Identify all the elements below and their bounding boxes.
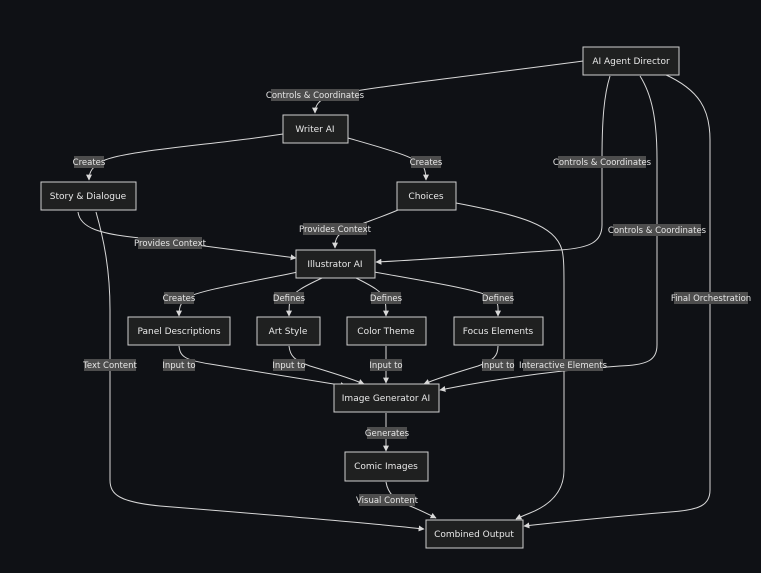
svg-text:Input to: Input to [272,361,305,371]
svg-text:Provides Context: Provides Context [134,239,207,249]
svg-text:Input to: Input to [481,361,514,371]
edge-director-combined [523,73,711,529]
edge-story-combined [95,211,425,532]
edge-choices-illustrator [332,209,399,249]
edge-label-illustrator-panel: Creates [163,292,196,304]
edge-label-writer-choices: Creates [410,156,443,168]
edge-label-focus-imagegen: Input to [481,359,515,371]
svg-text:Defines: Defines [482,294,515,304]
edge-label-color-imagegen: Input to [369,359,403,371]
edge-choices-combined [455,202,565,520]
svg-text:Interactive Elements: Interactive Elements [519,361,608,371]
svg-text:Defines: Defines [273,294,306,304]
node-comic-images[interactable]: Comic Images [344,451,429,482]
edge-label-story-combined: Text Content [82,359,138,371]
node-illustrator-ai[interactable]: Illustrator AI [295,249,376,279]
svg-text:Defines: Defines [370,294,403,304]
svg-text:AI Agent Director: AI Agent Director [592,57,670,67]
edge-label-imagegen-comic: Generates [365,427,410,439]
edge-label-choices-combined: Interactive Elements [519,359,608,371]
node-image-generator-ai[interactable]: Image Generator AI [333,383,440,413]
svg-text:Illustrator AI: Illustrator AI [307,260,362,270]
svg-text:Text Content: Text Content [82,361,137,371]
edge-label-story-illustrator: Provides Context [134,237,207,249]
svg-text:Panel Descriptions: Panel Descriptions [137,327,220,337]
svg-text:Color Theme: Color Theme [357,327,415,337]
svg-text:Input to: Input to [162,361,195,371]
svg-text:Image Generator AI: Image Generator AI [342,394,430,404]
edge-focus-imagegen [423,345,499,385]
svg-text:Comic Images: Comic Images [354,462,418,472]
svg-text:Choices: Choices [408,192,443,202]
svg-text:Art Style: Art Style [269,327,308,337]
svg-text:Controls & Coordinates: Controls & Coordinates [553,158,652,168]
node-panel-descriptions[interactable]: Panel Descriptions [127,316,231,346]
edge-label-comic-combined: Visual Content [356,494,419,506]
svg-text:Story & Dialogue: Story & Dialogue [50,192,127,202]
svg-text:Creates: Creates [163,294,196,304]
edge-label-illustrator-color: Defines [370,292,403,304]
svg-text:Controls & Coordinates: Controls & Coordinates [266,91,365,101]
node-ai-agent-director[interactable]: AI Agent Director [582,46,680,76]
edge-label-art-imagegen: Input to [272,359,306,371]
edge-label-director-illustrator: Controls & Coordinates [553,156,652,168]
node-choices[interactable]: Choices [396,181,457,211]
svg-text:Generates: Generates [365,429,410,439]
edge-label-illustrator-focus: Defines [482,292,515,304]
svg-text:Provides Context: Provides Context [299,225,372,235]
svg-text:Creates: Creates [410,158,443,168]
edge-label-director-writer: Controls & Coordinates [266,89,365,101]
node-writer-ai[interactable]: Writer AI [282,114,349,144]
svg-text:Visual Content: Visual Content [356,496,419,506]
edge-panel-imagegen [178,345,347,389]
edge-label-director-combined: Final Orchestration [671,292,751,304]
edge-label-panel-imagegen: Input to [162,359,196,371]
edge-label-illustrator-art: Defines [273,292,306,304]
node-combined-output[interactable]: Combined Output [425,519,524,549]
svg-text:Combined Output: Combined Output [434,530,514,540]
edge-art-imagegen [288,345,365,385]
node-color-theme[interactable]: Color Theme [346,316,427,346]
edge-director-imagegen [439,75,658,392]
svg-text:Focus Elements: Focus Elements [463,327,534,337]
node-art-style[interactable]: Art Style [256,316,321,346]
svg-text:Input to: Input to [369,361,402,371]
edge-director-illustrator [375,75,611,265]
node-story-dialogue[interactable]: Story & Dialogue [40,181,137,211]
edge-label-choices-illustrator: Provides Context [299,223,372,235]
svg-text:Final Orchestration: Final Orchestration [671,294,751,304]
svg-text:Controls & Coordinates: Controls & Coordinates [608,226,707,236]
svg-text:Creates: Creates [73,158,106,168]
edge-label-director-imagegen: Controls & Coordinates [608,224,707,236]
svg-text:Writer AI: Writer AI [295,125,334,135]
edge-story-illustrator [77,211,297,261]
edge-director-writer [312,60,584,114]
node-focus-elements[interactable]: Focus Elements [453,316,544,346]
edge-writer-story [86,133,284,181]
edge-label-writer-story: Creates [73,156,106,168]
